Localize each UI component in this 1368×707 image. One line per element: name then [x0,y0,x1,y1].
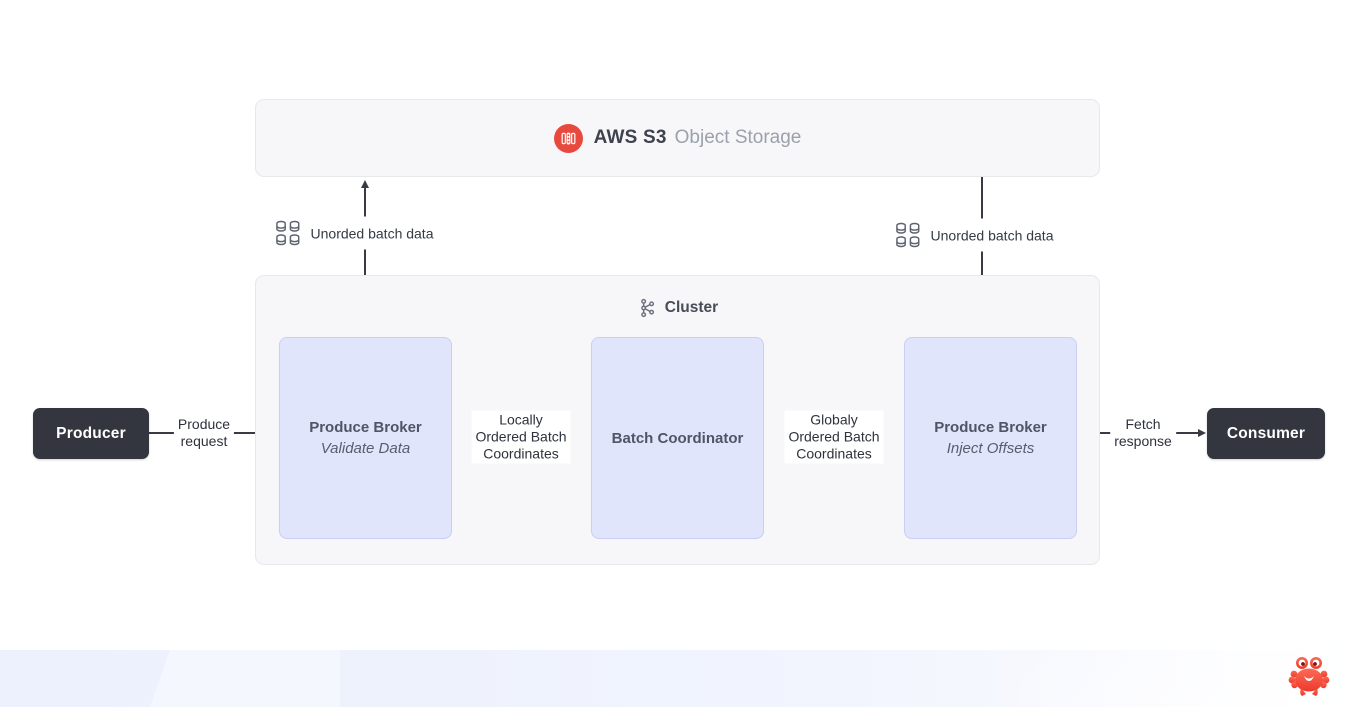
database-grid-icon [275,220,302,247]
unordered-batch-text: Unorded batch data [930,227,1054,243]
cluster-title: Cluster [664,299,719,316]
consumer-node: Consumer [1207,408,1325,459]
s3-title-bold: AWS S3 [593,127,667,148]
node-produce-broker-validate: Produce Broker Validate Data [279,337,452,539]
producer-label: Producer [56,424,126,442]
database-grid-icon [895,222,922,249]
node-subtitle: Validate Data [320,440,411,457]
node-subtitle: Inject Offsets [946,440,1035,457]
edge-label-globally-ordered: Globaly Ordered Batch Coordinates [784,410,884,464]
node-produce-broker-inject: Produce Broker Inject Offsets [904,337,1077,539]
node-title: Produce Broker [934,419,1047,436]
node-batch-coordinator: Batch Coordinator [591,337,764,539]
edge-label-locally-ordered: Locally Ordered Batch Coordinates [471,410,571,464]
producer-node: Producer [33,408,149,459]
node-title: Produce Broker [309,419,422,436]
edge-label-fetch-response: Fetch response [1110,415,1176,451]
unordered-batch-label-right: Unorded batch data [887,218,1061,252]
cluster-header: Cluster [256,298,1099,318]
s3-title: AWS S3 Object Storage [553,123,802,153]
edge-label-produce-request: Produce request [173,415,235,451]
footer-wedge-shape [150,650,340,707]
crab-logo [1288,657,1330,696]
unordered-batch-label-left: Unorded batch data [267,216,441,250]
s3-title-light: Object Storage [674,127,802,148]
unordered-batch-text: Unorded batch data [310,225,434,241]
consumer-label: Consumer [1226,424,1306,442]
node-title: Batch Coordinator [611,429,744,447]
s3-storage-panel: AWS S3 Object Storage [255,99,1100,177]
kafka-cluster-icon [637,298,657,318]
s3-bucket-icon [553,123,583,153]
